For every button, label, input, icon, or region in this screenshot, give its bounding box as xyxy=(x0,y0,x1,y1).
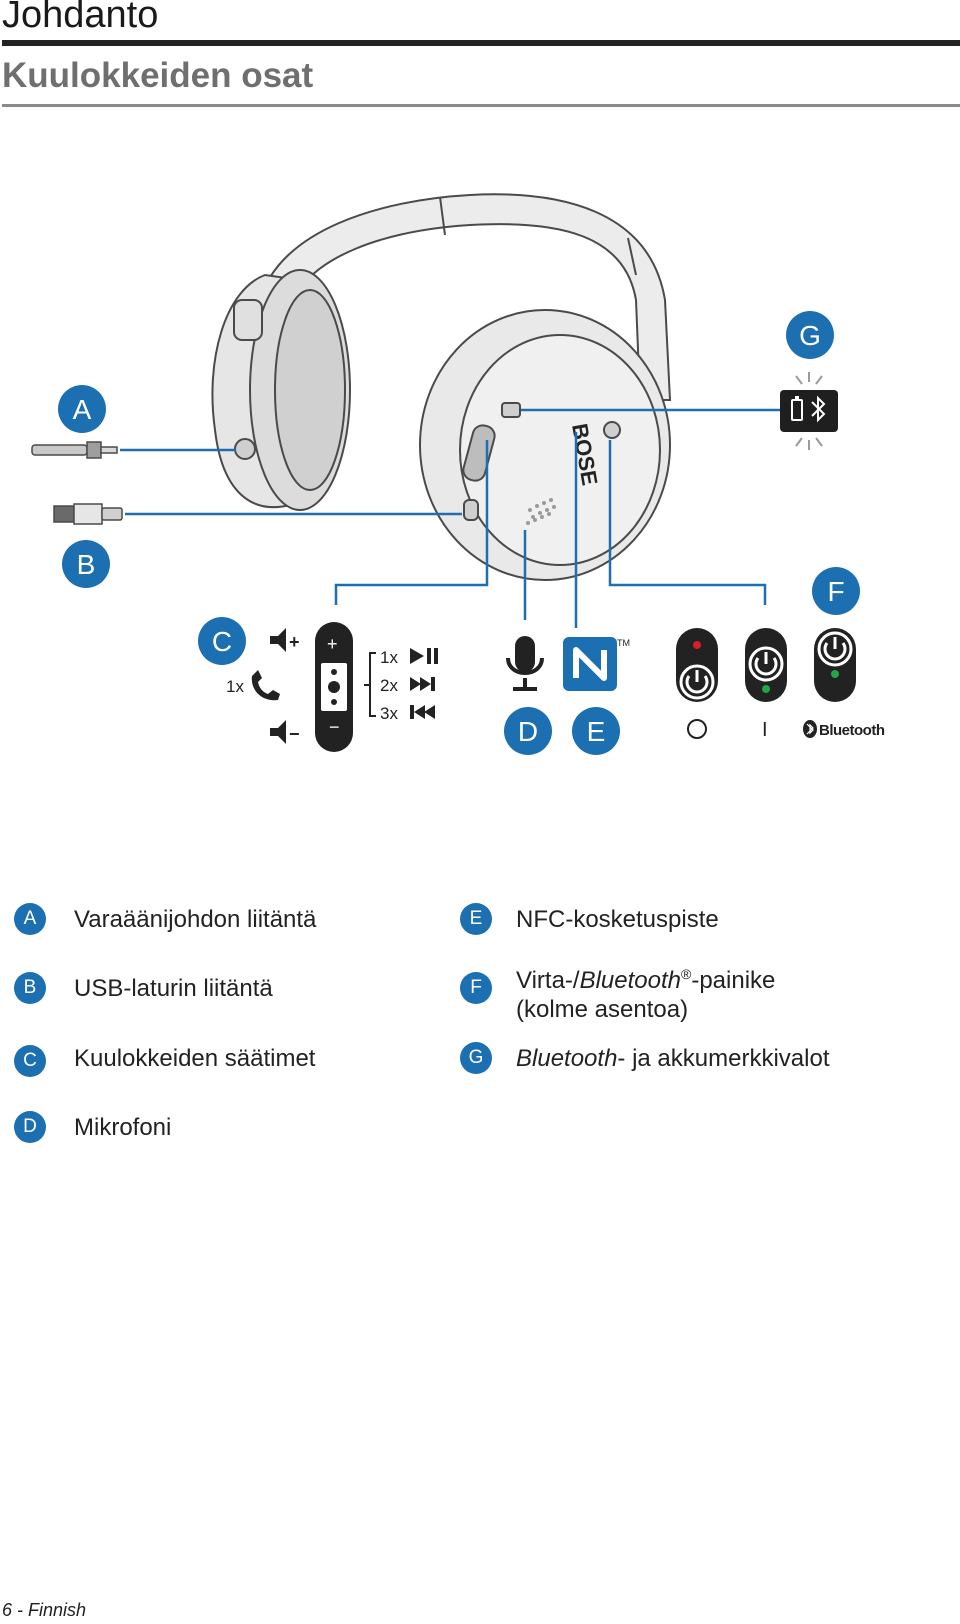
left-earcup xyxy=(211,269,351,511)
svg-text:E: E xyxy=(587,716,606,747)
svg-text:G: G xyxy=(799,320,821,351)
microphone-icon xyxy=(506,636,544,691)
legend-badge-d: D xyxy=(14,1111,46,1143)
legend-text-c: Kuulokkeiden säätimet xyxy=(74,1045,316,1072)
headband xyxy=(258,193,672,401)
section-rule xyxy=(2,104,960,107)
svg-text:−: − xyxy=(329,717,340,737)
svg-text:C: C xyxy=(212,626,232,657)
switch-bluetooth-icon xyxy=(814,628,856,702)
callout-b: B xyxy=(62,540,110,588)
svg-text:D: D xyxy=(518,716,538,747)
headphones-diagram: BOSE + − 1x xyxy=(31,193,885,755)
aux-plug xyxy=(31,441,118,459)
bluetooth-logo-text: Bluetooth xyxy=(819,722,885,739)
led-panel xyxy=(780,372,838,450)
switch-off-icon xyxy=(676,628,718,702)
legend-badge-g: G xyxy=(460,1042,492,1074)
callout-c: C xyxy=(198,617,246,665)
section-title: Kuulokkeiden osat xyxy=(2,56,314,95)
legend-badge-f: F xyxy=(460,972,492,1004)
legend-badge-a: A xyxy=(14,903,46,935)
next-times: 2x xyxy=(380,676,398,695)
usb-port xyxy=(463,499,479,521)
microphone-grille xyxy=(526,498,556,525)
usb-plug xyxy=(53,503,123,525)
callout-d: D xyxy=(504,707,552,755)
switch-off-label xyxy=(687,719,707,739)
page-footer: 6 - Finnish xyxy=(2,1600,87,1620)
volume-up-icon: + xyxy=(270,628,300,652)
nfc-icon: TM xyxy=(563,637,630,691)
prev-times: 3x xyxy=(380,704,398,723)
legend-text-a: Varaäänijohdon liitäntä xyxy=(74,906,317,933)
title-rule xyxy=(2,40,960,46)
svg-text:−: − xyxy=(289,724,300,744)
bluetooth-logo-icon xyxy=(803,720,817,738)
control-bracket xyxy=(364,652,376,717)
right-earcup xyxy=(419,309,671,581)
phone-icon xyxy=(251,670,280,701)
next-track-icon xyxy=(410,677,435,691)
svg-text:F: F xyxy=(827,576,844,607)
legend-text-e: NFC-kosketuspiste xyxy=(516,906,719,933)
call-times: 1x xyxy=(226,677,244,696)
page-title: Johdanto xyxy=(2,0,159,36)
switch-on-icon xyxy=(745,628,787,702)
svg-text:TM: TM xyxy=(617,638,630,648)
callout-f: F xyxy=(812,567,860,615)
power-switch xyxy=(603,421,621,439)
volume-down-icon: − xyxy=(270,720,300,744)
previous-track-icon xyxy=(410,705,435,719)
switch-on-label: I xyxy=(762,719,768,741)
legend-text-f: Virta-/Bluetooth®-painike(kolme asentoa) xyxy=(516,966,776,1023)
legend-badge-e: E xyxy=(460,903,492,935)
svg-text:B: B xyxy=(77,549,96,580)
legend-text-g: Bluetooth- ja akkumerkkivalot xyxy=(516,1045,830,1072)
svg-text:A: A xyxy=(73,394,92,425)
play-pause-icon xyxy=(410,648,438,664)
callout-lines xyxy=(120,408,780,628)
svg-text:+: + xyxy=(327,634,338,654)
svg-text:+: + xyxy=(289,632,300,652)
aux-port xyxy=(234,438,256,460)
legend-text-d: Mikrofoni xyxy=(74,1114,172,1141)
callout-a: A xyxy=(58,385,106,433)
volume-rocker xyxy=(462,424,496,482)
play-times: 1x xyxy=(380,648,398,667)
legend-text-b: USB-laturin liitäntä xyxy=(74,975,273,1002)
led-indicator xyxy=(501,402,521,418)
callout-e: E xyxy=(572,707,620,755)
control-strip: + − xyxy=(315,622,353,752)
legend-badge-c: C xyxy=(14,1045,46,1077)
callout-g: G xyxy=(786,311,834,359)
legend-badge-b: B xyxy=(14,972,46,1004)
